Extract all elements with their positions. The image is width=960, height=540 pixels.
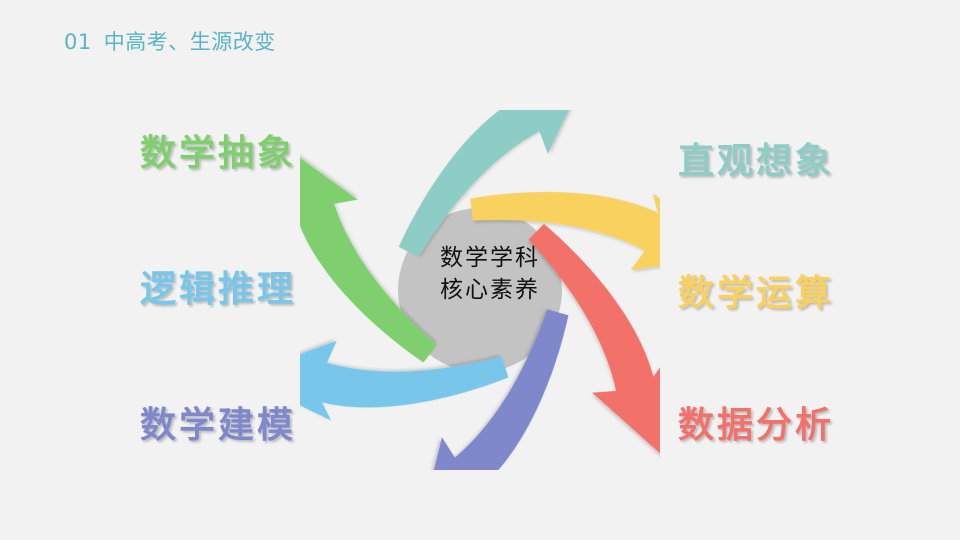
slide-heading: 01 中高考、生源改变 bbox=[64, 26, 276, 56]
arrow-reasoning-shape bbox=[300, 340, 509, 421]
arrow-imagination-shape bbox=[398, 110, 593, 258]
arrow-abstraction-shape bbox=[300, 139, 437, 363]
swirl-arrows-diagram bbox=[300, 110, 660, 470]
label-analysis: 数据分析 bbox=[678, 404, 835, 446]
label-reasoning: 逻辑推理 bbox=[140, 268, 297, 310]
arrow-modeling bbox=[417, 309, 569, 470]
arrow-reasoning bbox=[300, 340, 509, 421]
arrow-computation bbox=[470, 192, 660, 271]
arrow-analysis-shape bbox=[528, 223, 660, 462]
label-computation: 数学运算 bbox=[678, 272, 835, 314]
center-text: 数学学科 核心素养 bbox=[400, 242, 580, 306]
label-modeling: 数学建模 bbox=[140, 404, 297, 446]
label-imagination: 直观想象 bbox=[678, 140, 835, 182]
heading-number: 01 bbox=[64, 30, 92, 54]
heading-title: 中高考、生源改变 bbox=[103, 30, 276, 54]
arrow-modeling-shape bbox=[417, 309, 569, 470]
arrow-computation-shape bbox=[470, 192, 660, 271]
arrow-imagination bbox=[398, 110, 593, 258]
center-circle bbox=[398, 208, 562, 372]
arrow-abstraction bbox=[300, 139, 437, 363]
center-line-1: 数学学科 bbox=[440, 245, 540, 271]
label-abstraction: 数学抽象 bbox=[140, 132, 297, 174]
center-line-2: 核心素养 bbox=[440, 277, 540, 303]
arrow-analysis bbox=[528, 223, 660, 462]
